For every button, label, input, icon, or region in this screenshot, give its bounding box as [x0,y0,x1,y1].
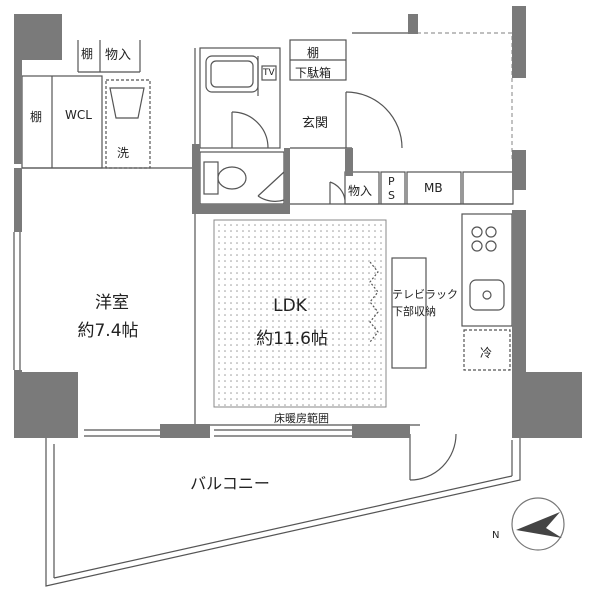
ldk-size: 約11.6帖 [256,329,328,349]
ldk-name: LDK [273,296,307,316]
floor-heating-area [213,219,387,408]
balcony-label: バルコニー [190,474,270,493]
mb-label: MB [424,181,443,195]
wcl-label: WCL [65,108,92,122]
ps-label-s: S [388,189,395,202]
tv-outlet-label: TV [263,68,275,78]
compass-arrow-icon [516,512,562,538]
tv-rack-label-line1: テレビラック [392,288,458,301]
floor-heating-label: 床暖房範囲 [274,412,329,425]
shelf-top-label: 棚 [81,47,94,61]
shelf-entry-label: 棚 [307,46,320,60]
fridge-label: 冷 [480,346,493,360]
shoe-box-label: 下駄箱 [295,66,332,80]
compass-north-label: N [492,530,500,541]
entrance-label: 玄関 [302,116,329,131]
laundry-label: 洗 [117,146,130,160]
shelf-wcl-label: 棚 [30,110,43,124]
walls [14,6,582,438]
storage-hall-label: 物入 [348,184,373,198]
tv-rack-label-line2: 下部収納 [392,305,436,318]
storage-top-label: 物入 [105,48,132,63]
ps-label-p: P [388,175,395,188]
western-room-name: 洋室 [95,293,129,313]
western-room-size: 約7.4帖 [77,321,139,341]
